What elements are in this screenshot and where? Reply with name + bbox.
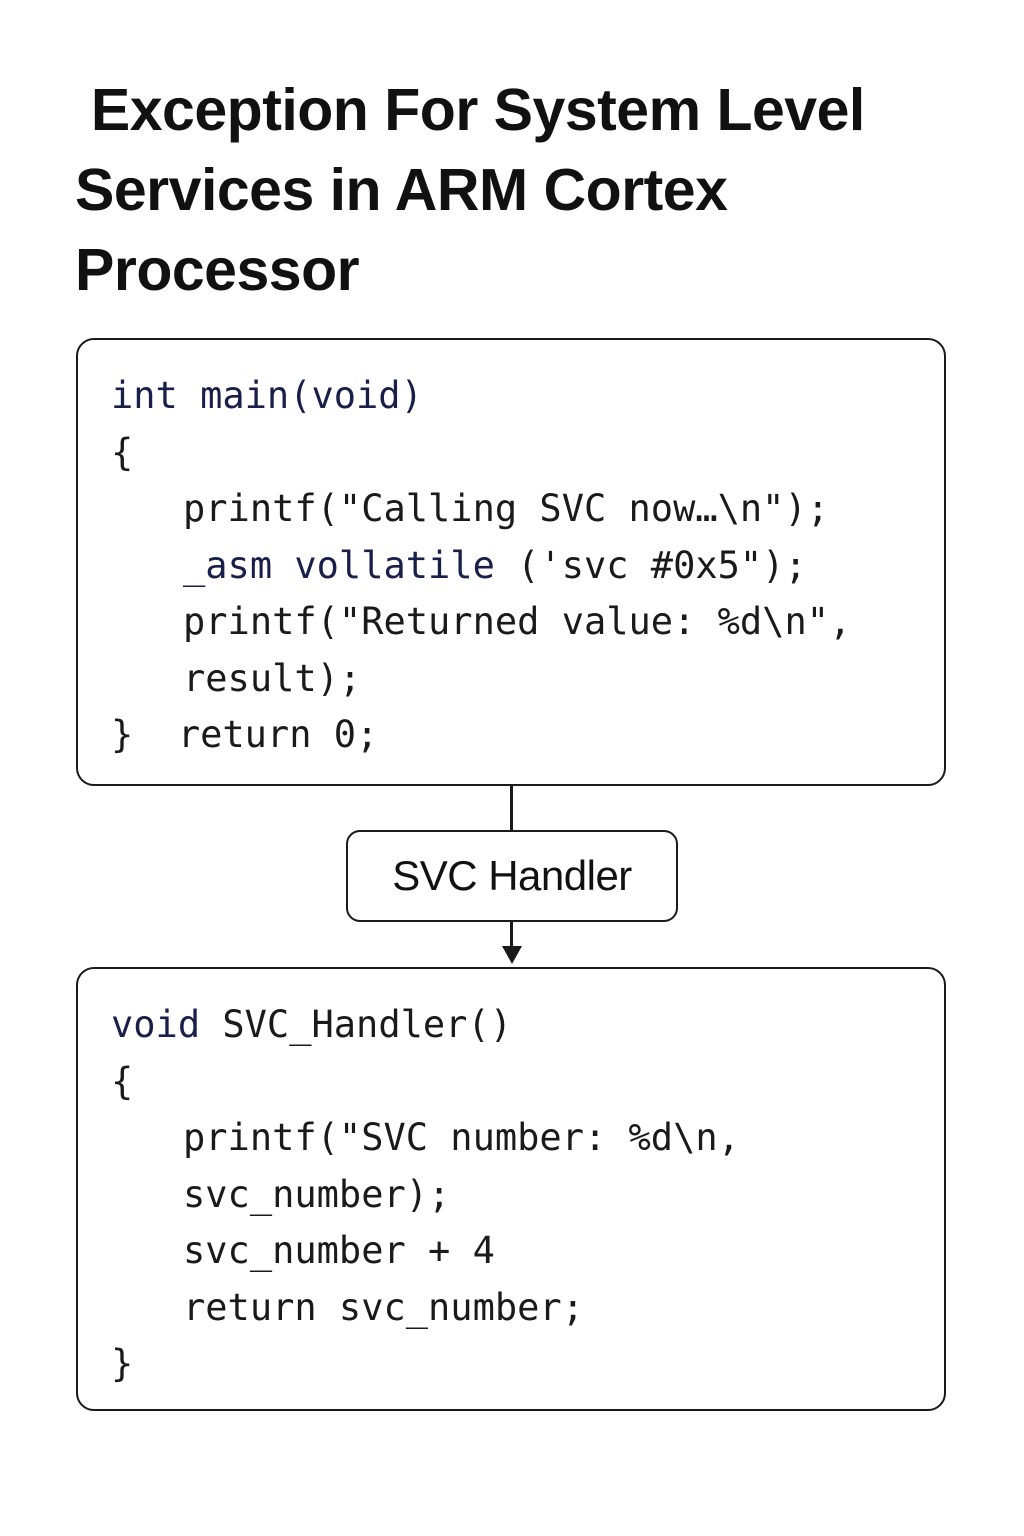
void-keyword: void <box>111 1003 201 1046</box>
main-code-line-2: { <box>111 430 134 474</box>
main-code-line-7: } return 0; <box>111 713 379 756</box>
svc-handler-label: SVC Handler <box>392 852 632 899</box>
asm-keyword: _asm vollatile <box>183 543 495 587</box>
svc-handler-node: SVC Handler <box>346 830 678 922</box>
diagram-title: Exception For System Level Services in A… <box>75 70 955 310</box>
main-code-lines: int main(void) { printf("Calling SVC now… <box>111 368 851 764</box>
handler-code-line-1: void SVC_Handler() <box>111 997 740 1054</box>
handler-code-line-5: svc_number + 4 <box>183 1229 495 1272</box>
handler-code-line-7: } <box>111 1342 134 1385</box>
main-code-line-3: printf("Calling SVC now…\n"); <box>183 487 830 530</box>
handler-code-line-6: return svc_number; <box>183 1285 584 1329</box>
connector-line-bottom <box>510 921 513 951</box>
main-code-line-1: int main(void) <box>111 374 423 417</box>
main-code-line-5: printf("Returned value: %d\n", <box>183 600 852 643</box>
title-line-1: Exception For System Level <box>75 77 865 143</box>
svc-handler-code-box: void SVC_Handler() { printf("SVC number:… <box>76 967 946 1411</box>
title-line-3: Processor <box>75 237 360 303</box>
handler-code-lines: void SVC_Handler() { printf("SVC number:… <box>111 997 740 1393</box>
handler-signature: SVC_Handler() <box>200 1003 512 1046</box>
main-code-line-4: _asm vollatile ('svc #0x5"); <box>111 538 851 595</box>
arrow-down-icon <box>502 946 522 964</box>
main-function-code-box: int main(void) { printf("Calling SVC now… <box>76 338 946 786</box>
handler-code-line-3: printf("SVC number: %d\n, <box>183 1116 740 1159</box>
title-line-2: Services in ARM Cortex <box>75 157 728 223</box>
handler-code-line-4: svc_number); <box>183 1172 451 1216</box>
connector-line-top <box>510 786 513 830</box>
handler-code-line-2: { <box>111 1059 134 1103</box>
asm-instruction: ('svc #0x5"); <box>494 543 807 587</box>
main-code-line-6: result); <box>183 656 362 700</box>
